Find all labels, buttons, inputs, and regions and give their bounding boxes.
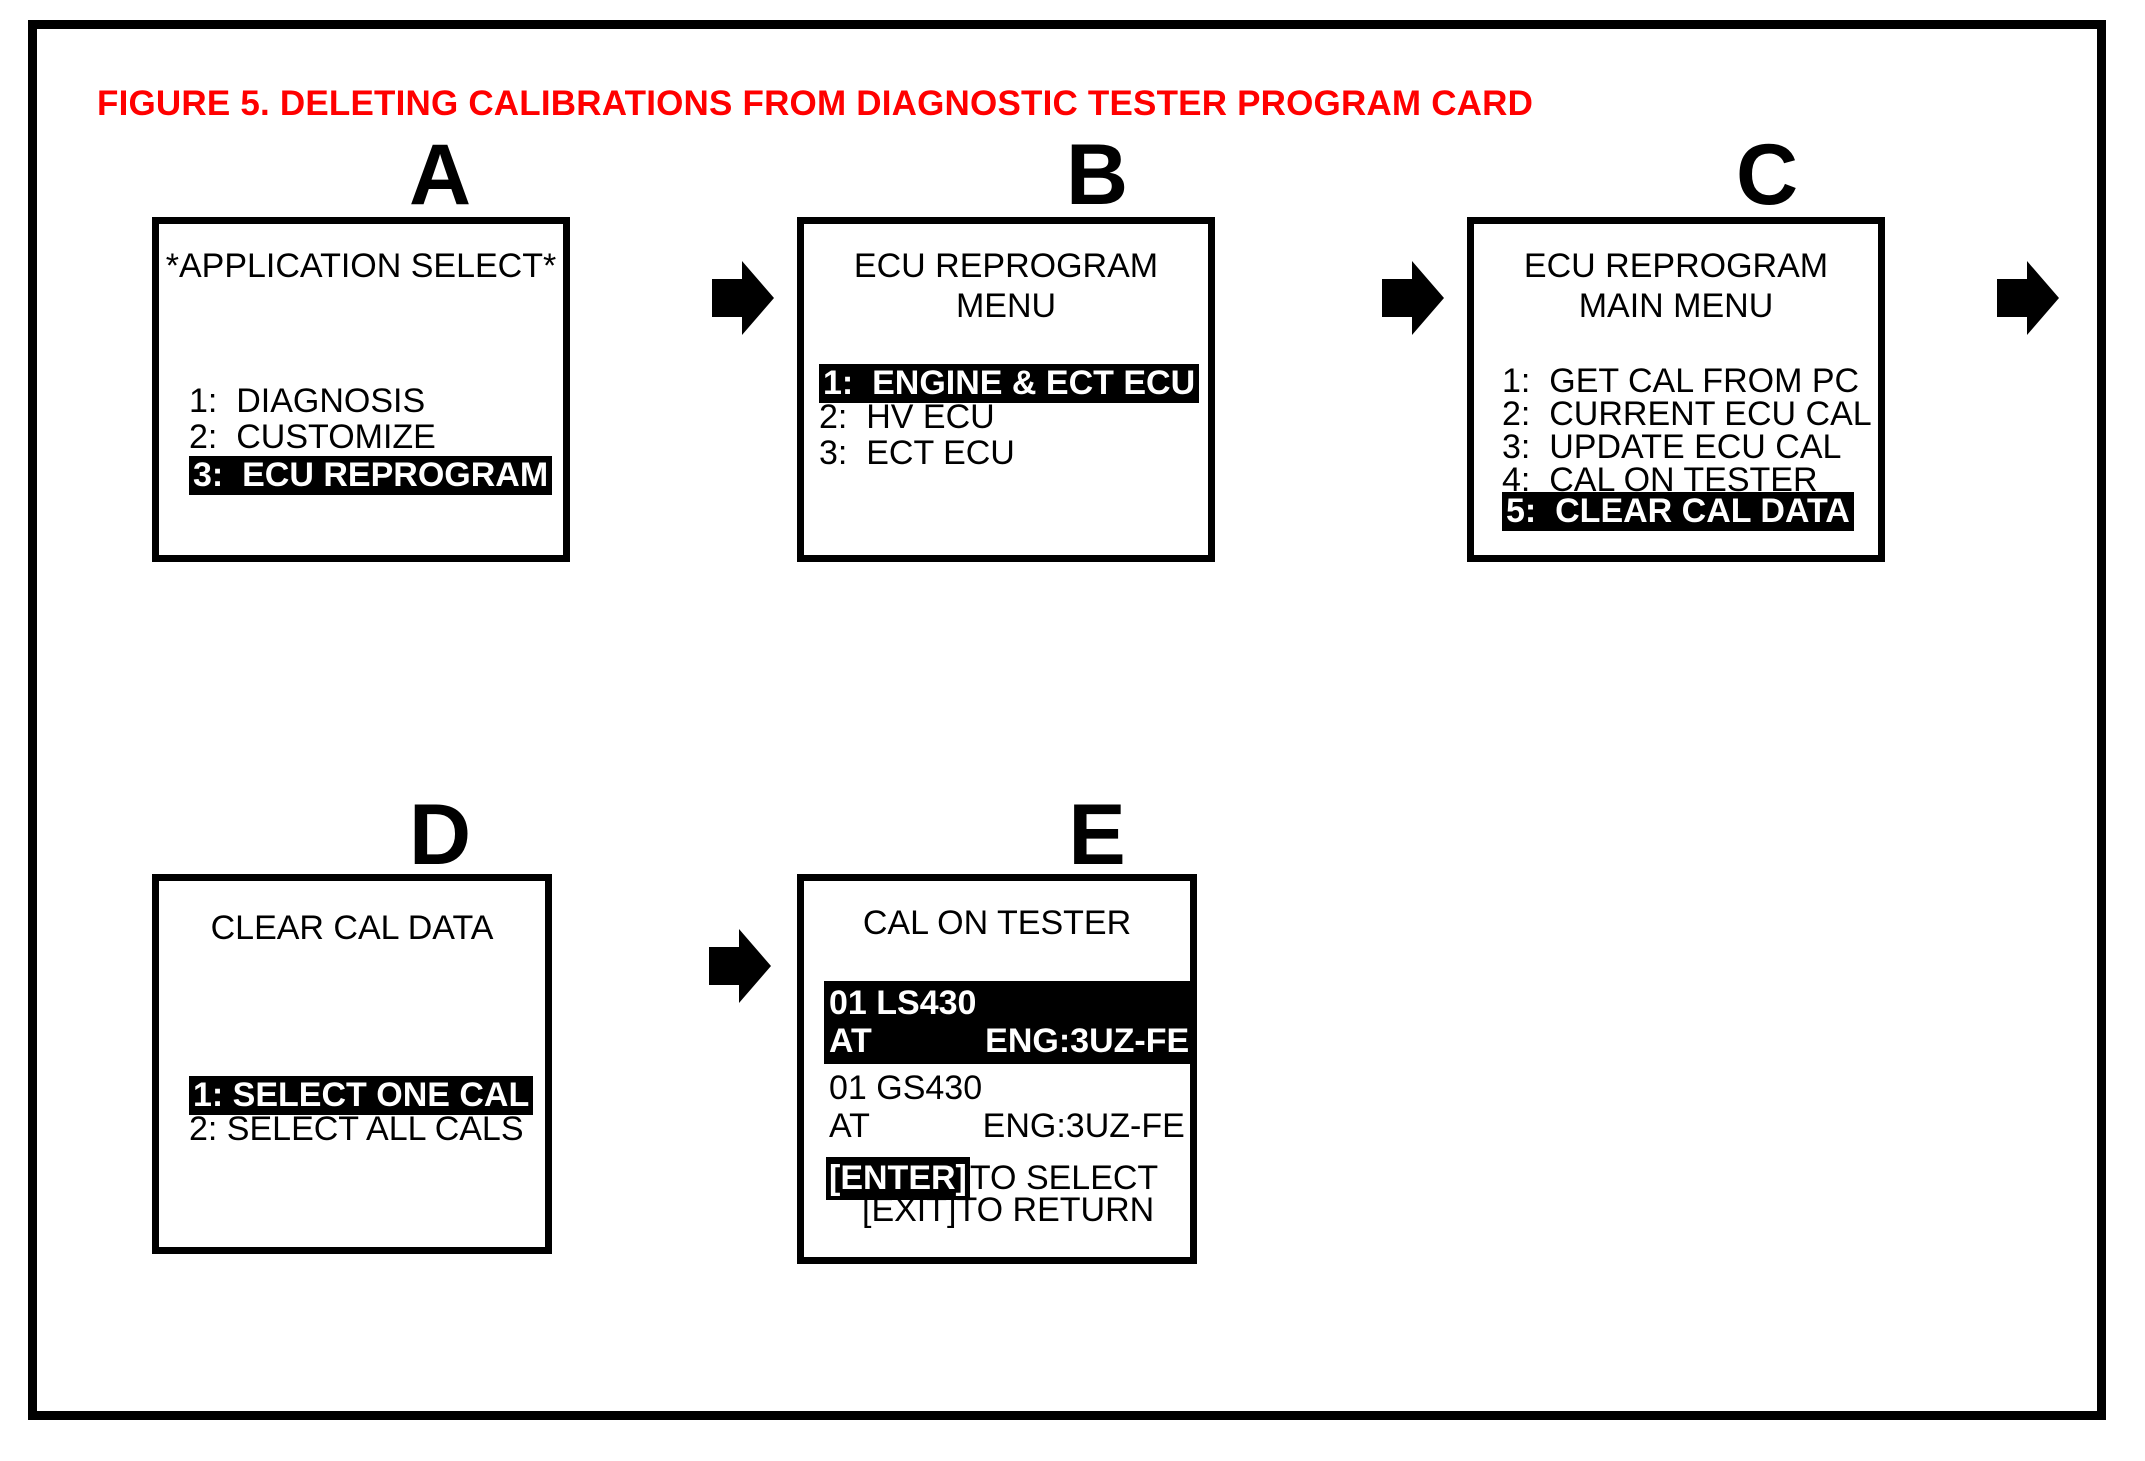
- menu-item[interactable]: 2: SELECT ALL CALS: [189, 1112, 545, 1148]
- menu-item-selected[interactable]: 3: ECU REPROGRAM: [189, 456, 563, 495]
- menu-item-selected[interactable]: 1: ENGINE & ECT ECU: [819, 364, 1208, 403]
- menu-item-selected[interactable]: 5: CLEAR CAL DATA: [1502, 492, 1878, 531]
- footer-enter-row: [ENTER]TO SELECT: [804, 1157, 1190, 1200]
- menu-item-label: 2: CUSTOMIZE: [189, 418, 436, 456]
- menu-item[interactable]: 2: HV ECU: [819, 400, 1208, 436]
- screen-c-title: ECU REPROGRAM MAIN MENU: [1523, 247, 1829, 326]
- screen-e-cal-list: 01 LS430 AT ENG:3UZ-FE 01 GS430 AT ENG:3…: [824, 981, 1195, 1146]
- menu-item-label: 2: HV ECU: [819, 398, 995, 436]
- exit-key-badge[interactable]: [EXIT]: [862, 1191, 957, 1229]
- exit-action-label: TO RETURN: [956, 1191, 1155, 1229]
- menu-item-label: 5: CLEAR CAL DATA: [1502, 492, 1854, 531]
- screen-panel-b: ECU REPROGRAM MENU 1: ENGINE & ECT ECU 2…: [797, 217, 1215, 562]
- figure-title: FIGURE 5. DELETING CALIBRATIONS FROM DIA…: [97, 84, 1534, 123]
- menu-item[interactable]: 3: ECT ECU: [819, 436, 1208, 472]
- menu-item-label: 1: ENGINE & ECT ECU: [819, 364, 1200, 403]
- arrow-b-to-c: [1382, 261, 1444, 335]
- arrow-a-to-b: [712, 261, 774, 335]
- menu-item-label: 3: UPDATE ECU CAL: [1502, 428, 1842, 466]
- screen-panel-d: CLEAR CAL DATA 1: SELECT ONE CAL 2: SELE…: [152, 874, 552, 1254]
- menu-item-label: 3: ECT ECU: [819, 434, 1015, 472]
- menu-item-selected[interactable]: 1: SELECT ONE CAL: [189, 1076, 545, 1115]
- footer-exit-row: [EXIT]TO RETURN: [804, 1193, 1190, 1227]
- screen-e-title: CAL ON TESTER: [862, 904, 1132, 942]
- panel-letter-c: C: [1735, 127, 1799, 223]
- menu-item-label: 3: ECU REPROGRAM: [189, 456, 553, 495]
- menu-item-label: 1: DIAGNOSIS: [189, 382, 426, 420]
- panel-letter-e: E: [1068, 787, 1126, 883]
- cal-entry-line2: AT ENG:3UZ-FE: [829, 1022, 1190, 1061]
- panel-letter-b: B: [1065, 127, 1129, 223]
- screen-d-menu: 1: SELECT ONE CAL 2: SELECT ALL CALS: [189, 1076, 545, 1148]
- enter-action-label: TO SELECT: [969, 1159, 1159, 1197]
- enter-key-badge[interactable]: [ENTER]: [826, 1157, 970, 1200]
- cal-entry-selected[interactable]: 01 LS430 AT ENG:3UZ-FE: [824, 981, 1195, 1065]
- figure-frame: FIGURE 5. DELETING CALIBRATIONS FROM DIA…: [28, 20, 2106, 1420]
- cal-entry[interactable]: 01 GS430 AT ENG:3UZ-FE: [824, 1064, 1185, 1146]
- arrow-c-to-d: [1997, 261, 2059, 335]
- screen-c-menu: 1: GET CAL FROM PC 2: CURRENT ECU CAL 3:…: [1502, 362, 1878, 531]
- menu-item-label: 2: SELECT ALL CALS: [189, 1110, 524, 1148]
- menu-item[interactable]: 4: CAL ON TESTER: [1502, 463, 1878, 497]
- screen-a-title: *APPLICATION SELECT*: [165, 247, 557, 285]
- menu-item-label: 4: CAL ON TESTER: [1502, 461, 1818, 499]
- menu-item[interactable]: 3: UPDATE ECU CAL: [1502, 428, 1878, 466]
- menu-item-label: 1: SELECT ONE CAL: [189, 1076, 534, 1115]
- cal-entry-line2: AT ENG:3UZ-FE: [829, 1107, 1185, 1146]
- menu-item[interactable]: 1: GET CAL FROM PC: [1502, 362, 1878, 400]
- menu-item[interactable]: 2: CUSTOMIZE: [189, 420, 563, 456]
- screen-a-menu: 1: DIAGNOSIS 2: CUSTOMIZE 3: ECU REPROGR…: [189, 384, 563, 495]
- menu-item[interactable]: 2: CURRENT ECU CAL: [1502, 395, 1878, 433]
- panel-letter-d: D: [408, 787, 472, 883]
- screen-d-title: CLEAR CAL DATA: [210, 909, 494, 947]
- screen-panel-c: ECU REPROGRAM MAIN MENU 1: GET CAL FROM …: [1467, 217, 1885, 562]
- screen-b-menu: 1: ENGINE & ECT ECU 2: HV ECU 3: ECT ECU: [819, 364, 1208, 472]
- menu-item-label: 2: CURRENT ECU CAL: [1502, 395, 1872, 433]
- panel-letter-a: A: [408, 127, 472, 223]
- screen-e-footer: [ENTER]TO SELECT [EXIT]TO RETURN: [804, 1157, 1190, 1227]
- screen-b-title: ECU REPROGRAM MENU: [853, 247, 1159, 326]
- screen-panel-e: CAL ON TESTER 01 LS430 AT ENG:3UZ-FE 01 …: [797, 874, 1197, 1264]
- arrow-d-to-e: [709, 929, 771, 1003]
- cal-entry-line1: 01 GS430: [829, 1069, 983, 1108]
- menu-item-label: 1: GET CAL FROM PC: [1502, 362, 1860, 400]
- cal-entry-line1: 01 LS430: [829, 984, 977, 1022]
- menu-item[interactable]: 1: DIAGNOSIS: [189, 384, 563, 420]
- screen-panel-a: *APPLICATION SELECT* 1: DIAGNOSIS 2: CUS…: [152, 217, 570, 562]
